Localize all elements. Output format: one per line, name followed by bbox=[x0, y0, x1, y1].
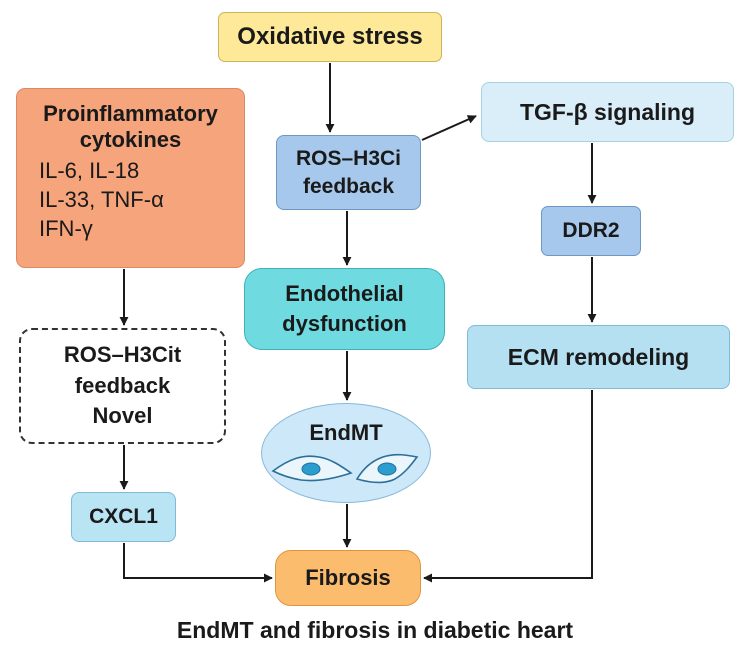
spindle-cell-right-icon bbox=[355, 454, 419, 484]
dysfunction-label: dysfunction bbox=[282, 311, 407, 336]
arrow-cxcl1-to-fibrosis bbox=[123, 543, 273, 583]
cytokine-item: IL-6, IL-18 bbox=[39, 157, 140, 183]
arrow-ecm-to-fibrosis bbox=[423, 390, 593, 583]
proinflammatory-cytokines-node: Proinflammatory cytokines IL-6, IL-18 IL… bbox=[16, 88, 245, 268]
cxcl1-label: CXCL1 bbox=[89, 504, 158, 528]
ddr2-node: DDR2 bbox=[541, 206, 641, 256]
ros-h3ci-label: ROS–H3Ci bbox=[295, 147, 402, 171]
fibrosis-node: Fibrosis bbox=[275, 550, 421, 606]
endmt-node: EndMT bbox=[261, 403, 431, 503]
cytokine-item: IL-33, TNF-α bbox=[39, 186, 164, 212]
cytokine-item: IFN-γ bbox=[39, 215, 93, 241]
ecm-remodeling-node: ECM remodeling bbox=[467, 325, 730, 389]
cxcl1-node: CXCL1 bbox=[71, 492, 176, 542]
ros-h3cit-label: ROS–H3Cit bbox=[63, 342, 182, 368]
endothelial-label: Endothelial bbox=[285, 281, 404, 307]
ros-h3ci-feedback-node: ROS–H3Ci feedback bbox=[276, 135, 421, 210]
ros-h3cit-feedback-novel-node: ROS–H3Cit feedback Novel bbox=[19, 328, 226, 444]
figure-caption: EndMT and fibrosis in diabetic heart bbox=[176, 617, 574, 643]
tgf-beta-label: TGF-β signaling bbox=[519, 98, 696, 125]
novel-label: Novel bbox=[92, 403, 153, 429]
spindle-cell-left-icon bbox=[271, 455, 353, 482]
oxidative-stress-node: Oxidative stress bbox=[218, 12, 442, 62]
cytokine-list: IL-6, IL-18 IL-33, TNF-α IFN-γ bbox=[17, 156, 164, 243]
proinflammatory-title: Proinflammatory cytokines bbox=[43, 101, 218, 153]
spindle-cells-icon bbox=[271, 454, 419, 484]
ecm-label: ECM remodeling bbox=[507, 343, 690, 370]
tgf-beta-signaling-node: TGF-β signaling bbox=[481, 82, 734, 142]
endmt-label: EndMT bbox=[309, 420, 383, 445]
oxidative-stress-label: Oxidative stress bbox=[237, 23, 423, 51]
ddr2-label: DDR2 bbox=[562, 218, 620, 242]
fibrosis-label: Fibrosis bbox=[305, 565, 391, 591]
ros-h3ci-feedback-label: feedback bbox=[302, 174, 395, 198]
arrow-ros-to-tgf bbox=[421, 115, 477, 141]
endothelial-dysfunction-node: Endothelial dysfunction bbox=[244, 268, 445, 350]
ros-h3cit-feedback-label: feedback bbox=[74, 372, 171, 398]
